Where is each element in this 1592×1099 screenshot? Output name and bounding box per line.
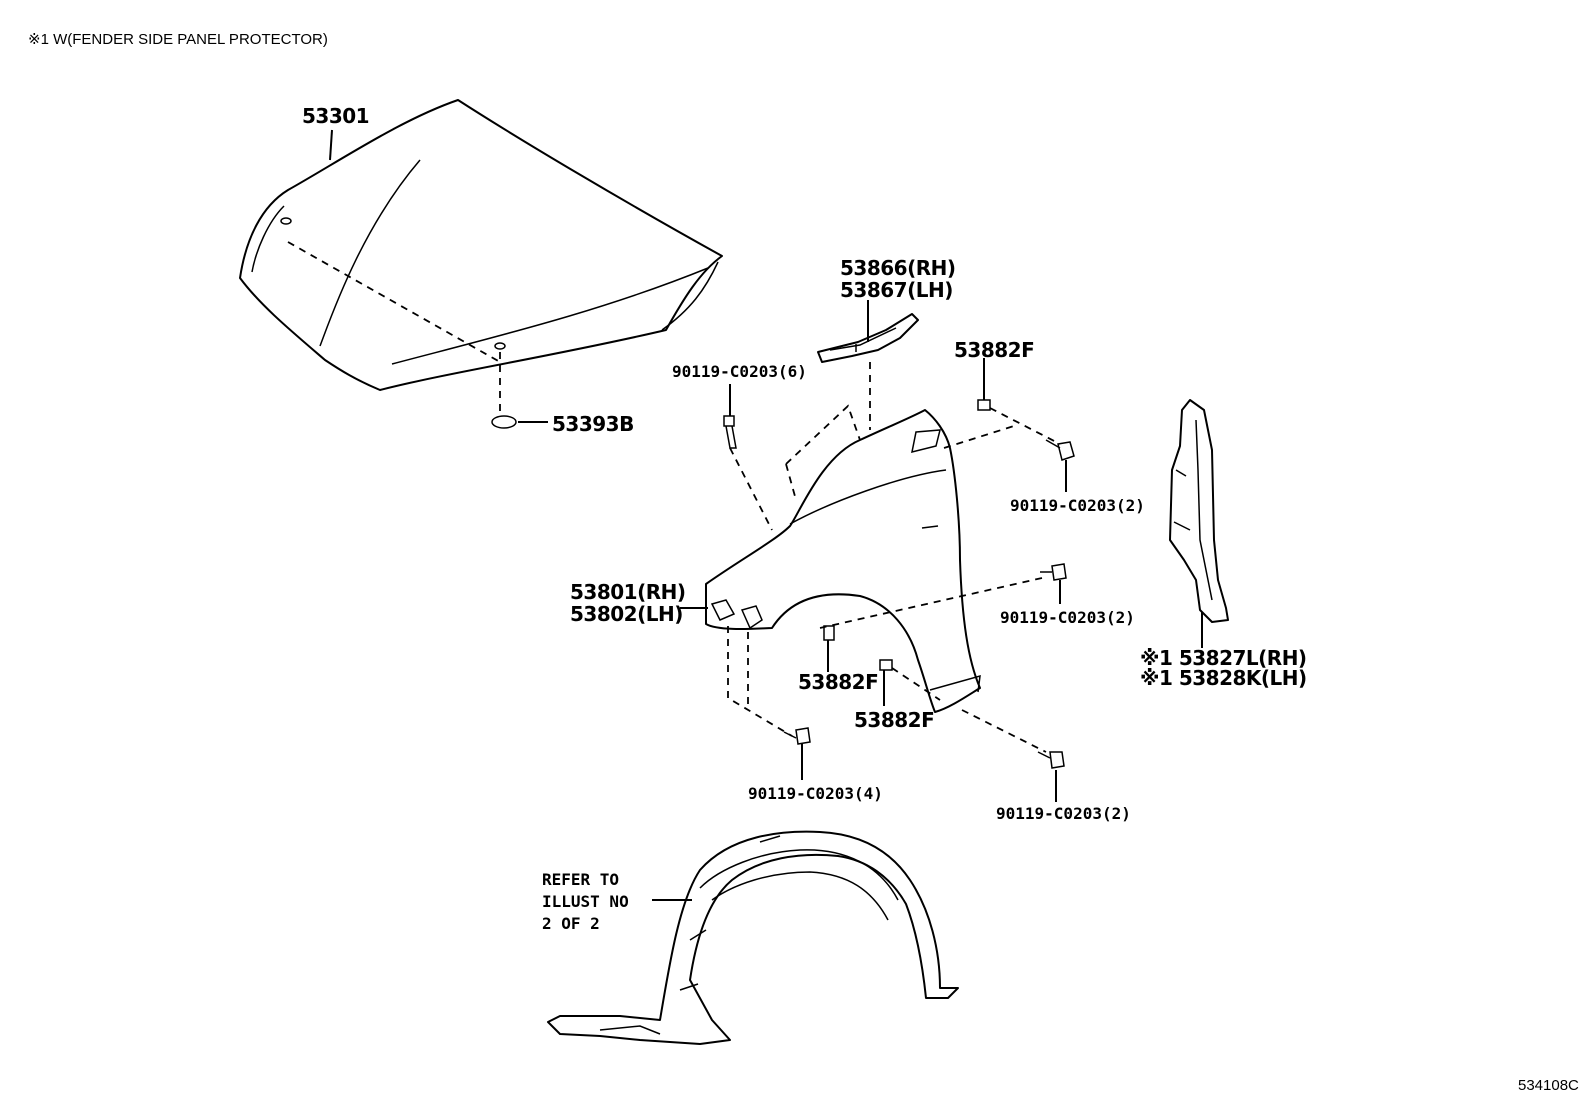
hood-grommet bbox=[491, 415, 517, 429]
callout-clip-mid: 53882F bbox=[798, 670, 879, 694]
leader-53301 bbox=[329, 129, 333, 161]
callout-bolt-bottom-right: 90119-C0203(2) bbox=[996, 804, 1131, 823]
hood-grommet-dash bbox=[287, 241, 501, 363]
bolt-bottom-right bbox=[1037, 751, 1065, 769]
fender-seal bbox=[817, 313, 919, 363]
callout-fender-rh: 53801(RH) bbox=[570, 580, 686, 604]
fender-liner bbox=[547, 830, 959, 1045]
dash-fender-top2 bbox=[785, 463, 797, 501]
callout-bolt-top-left: 90119-C0203(6) bbox=[672, 362, 807, 381]
callout-hood-grommet: 53393B bbox=[552, 412, 634, 436]
callout-bolt-mid-right: 90119-C0203(2) bbox=[1000, 608, 1135, 627]
bolt-bottom-left bbox=[783, 727, 811, 745]
bolt-top-left bbox=[723, 415, 737, 449]
callout-refer-line1: REFER TO bbox=[542, 870, 620, 889]
dash-clip-top bbox=[989, 407, 1061, 445]
clip-bottom bbox=[879, 659, 893, 671]
callout-fender-lh: 53802(LH) bbox=[570, 602, 683, 626]
bolt-top-right bbox=[1045, 439, 1075, 461]
dash-fender-to-bolt bbox=[943, 425, 1015, 449]
callout-clip-bottom: 53882F bbox=[854, 708, 935, 732]
callout-fender-seal-rh: 53866(RH) bbox=[840, 256, 956, 280]
dash-fender-top bbox=[785, 404, 861, 465]
clip-mid bbox=[823, 625, 835, 641]
dash-clip-bottom bbox=[891, 667, 941, 701]
callout-clip-top: 53882F bbox=[954, 338, 1035, 362]
callout-refer-line3: 2 OF 2 bbox=[542, 914, 600, 933]
bolt-mid-right bbox=[1040, 563, 1067, 581]
side-panel-protector bbox=[1169, 399, 1229, 623]
front-fender bbox=[705, 409, 981, 713]
callout-bolt-top-right: 90119-C0203(2) bbox=[1010, 496, 1145, 515]
callout-hood: 53301 bbox=[302, 104, 370, 128]
clip-top bbox=[977, 399, 991, 411]
hood-panel bbox=[239, 99, 723, 391]
callout-protector-rh: ※1 53827L(RH) bbox=[1140, 646, 1307, 670]
callout-refer-line2: ILLUST NO bbox=[542, 892, 629, 911]
header-note: ※1 W(FENDER SIDE PANEL PROTECTOR) bbox=[28, 31, 328, 48]
callout-fender-seal-lh: 53867(LH) bbox=[840, 278, 953, 302]
diagram-code: 534108C bbox=[1518, 1077, 1579, 1094]
dash-bolt-top-left bbox=[729, 447, 773, 531]
callout-protector-lh: ※1 53828K(LH) bbox=[1140, 666, 1307, 690]
dash-bottom-left-a bbox=[727, 626, 793, 737]
callout-bolt-bottom-left: 90119-C0203(4) bbox=[748, 784, 883, 803]
dash-bottom-right bbox=[961, 709, 1047, 753]
